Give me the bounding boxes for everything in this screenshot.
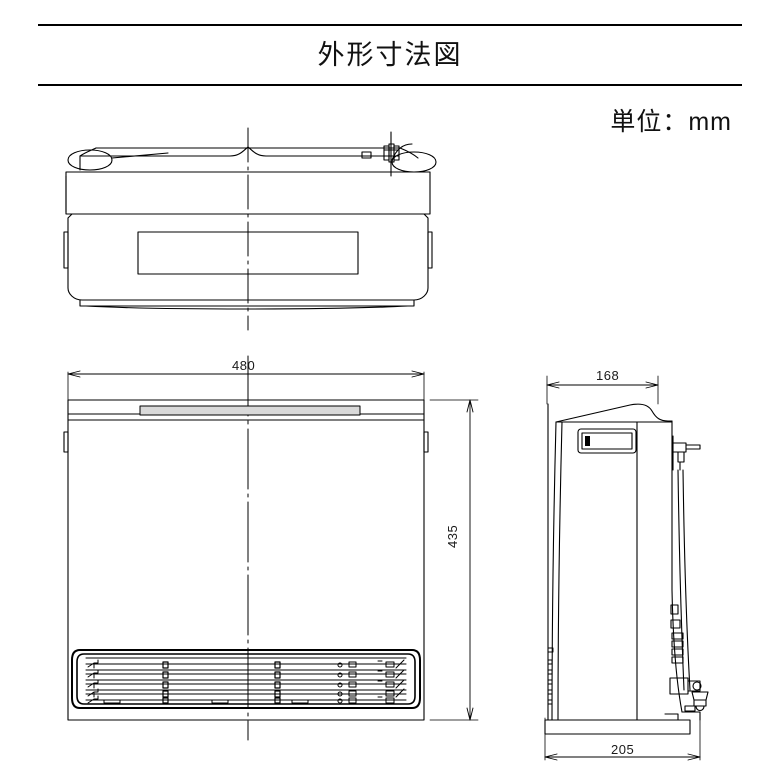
side-view-riser-outer — [682, 469, 691, 691]
side-view-base-right-step — [681, 711, 701, 721]
top-view-upper-shell — [65, 171, 431, 215]
top-view-right-mount — [391, 151, 437, 173]
top-view-right-mount-arm — [391, 143, 413, 161]
grille-louvers — [85, 657, 407, 701]
front-view-cabinet-outline — [67, 399, 425, 721]
side-view-mid-brackets — [670, 604, 684, 664]
top-view-display-window — [137, 231, 359, 275]
grille-outer-frame — [71, 649, 421, 709]
side-view-upper-pipe-fitting — [672, 435, 701, 471]
top-view-left-mount — [67, 149, 113, 171]
side-view-front-lower-curve — [671, 589, 683, 713]
top-view-small-port — [361, 151, 372, 159]
side-view-rear-inner-2 — [557, 421, 563, 721]
side-view-left-lower-tabs — [547, 647, 554, 705]
top-view-valve-fitting — [383, 131, 400, 177]
side-dim-168-arrow-left — [546, 381, 560, 389]
top-view-contour-ends — [79, 147, 419, 159]
grille-bottom-notches — [103, 699, 309, 704]
dimension-label-side-base-depth: 205 — [611, 742, 635, 757]
side-view-group — [544, 375, 709, 761]
top-view-right-tab — [427, 231, 433, 269]
header-rule-bottom — [38, 84, 742, 86]
front-dim-435-arrow-bottom — [466, 707, 474, 721]
top-view-front-panel — [67, 213, 429, 301]
top-view-bottom-shadow — [85, 305, 409, 310]
front-view-right-tab — [423, 431, 429, 453]
front-dim-480-arrow-left — [67, 370, 81, 378]
side-view-gas-connection — [669, 677, 709, 712]
side-dim-205-arrow-left — [544, 753, 558, 761]
side-view-top-slope — [555, 403, 673, 423]
dimension-label-side-top-depth: 168 — [596, 368, 620, 383]
header-rule-top — [38, 24, 742, 26]
front-view-left-tab — [63, 431, 69, 453]
top-view-group — [63, 127, 437, 331]
top-view-left-tab — [63, 231, 69, 269]
top-view-left-mount-arm — [111, 152, 169, 159]
grille-left-hooks — [87, 659, 99, 704]
front-dim-480-arrow-right — [411, 370, 425, 378]
side-view-base-plinth — [544, 719, 691, 735]
side-view-base-notch — [664, 713, 679, 721]
top-view-bottom-lip — [79, 299, 415, 307]
page-title: 外形寸法図 — [317, 40, 463, 70]
front-view-grille — [71, 649, 421, 709]
grille-inner-frame — [76, 653, 416, 705]
side-view-riser-inner — [677, 469, 685, 691]
front-view-top-slot — [139, 405, 361, 416]
side-dim-168-arrow-right — [645, 381, 659, 389]
side-dim-205-arrow-right — [687, 753, 701, 761]
side-view-rear-inner — [551, 421, 557, 721]
grille-right-markers — [337, 661, 357, 704]
top-view-top-wave — [79, 146, 391, 157]
dimension-label-width: 480 — [232, 358, 256, 373]
grille-stiffeners — [162, 661, 281, 704]
front-dim-435-arrow-top — [466, 399, 474, 413]
grille-end-caps — [377, 659, 405, 704]
side-view-control-panel — [577, 428, 637, 454]
dimension-label-height: 435 — [445, 524, 460, 548]
front-view-group — [63, 355, 479, 741]
unit-label: 単位：mm — [610, 108, 732, 136]
